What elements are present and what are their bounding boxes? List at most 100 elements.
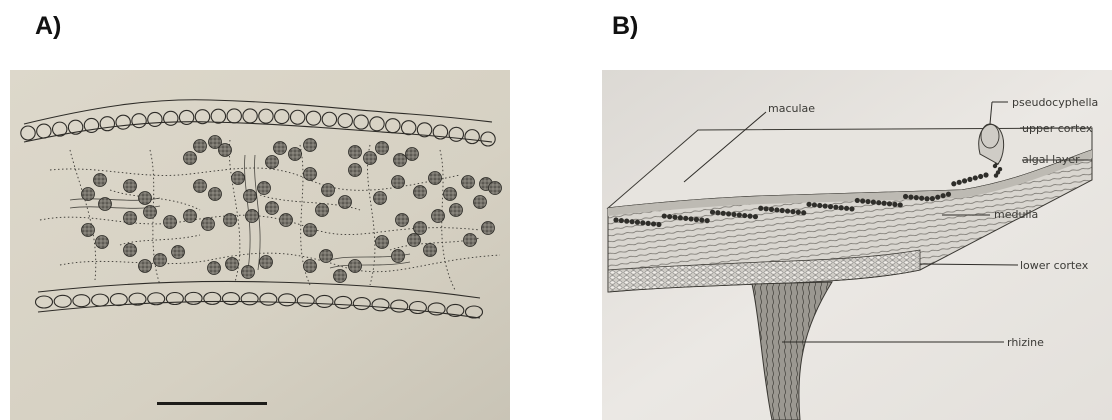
- algal-cell: [144, 206, 157, 219]
- algal-cell: [139, 192, 152, 205]
- algal-cell: [694, 217, 699, 222]
- algal-cell: [747, 214, 752, 219]
- algal-cell: [629, 219, 634, 224]
- algal-cell: [408, 234, 421, 247]
- algal-cell: [764, 206, 769, 211]
- algal-cell: [414, 222, 427, 235]
- lichen-block-svg: maculae pseudocyphella upper cortex alga…: [602, 70, 1112, 420]
- algal-cell: [839, 205, 844, 210]
- algal-cell: [194, 140, 207, 153]
- algal-cell: [244, 190, 257, 203]
- algal-cell: [865, 199, 870, 204]
- algal-cell: [82, 224, 95, 237]
- algal-cell: [801, 210, 806, 215]
- algal-cell: [322, 184, 335, 197]
- algal-cell: [208, 262, 221, 275]
- algal-cell: [474, 196, 487, 209]
- algal-cell: [266, 202, 279, 215]
- algal-cell: [339, 196, 352, 209]
- algal-cell: [785, 208, 790, 213]
- algal-cell: [432, 210, 445, 223]
- scale-bar-icon: [157, 402, 267, 405]
- algal-cell: [688, 216, 693, 221]
- algal-cell: [914, 195, 919, 200]
- algal-cell: [462, 176, 475, 189]
- panel-label-b: B): [612, 12, 638, 41]
- algal-cell: [651, 221, 656, 226]
- algal-cell: [274, 142, 287, 155]
- algal-cell: [908, 194, 913, 199]
- algal-cell: [678, 215, 683, 220]
- algal-cell: [304, 139, 317, 152]
- algal-cell: [246, 210, 259, 223]
- algal-cell: [232, 172, 245, 185]
- algal-cell: [855, 198, 860, 203]
- algal-cell: [258, 182, 271, 195]
- algal-cell: [935, 195, 940, 200]
- algal-cell: [994, 173, 998, 177]
- algal-cell: [737, 212, 742, 217]
- algal-cell: [482, 222, 495, 235]
- algal-cell: [640, 220, 645, 225]
- algal-cell: [715, 210, 720, 215]
- algal-cell: [656, 222, 661, 227]
- algal-cell: [464, 234, 477, 247]
- label-lower-cortex: lower cortex: [1020, 259, 1089, 272]
- algal-cell: [876, 200, 881, 205]
- algal-cell: [812, 202, 817, 207]
- algal-cell: [951, 181, 956, 186]
- algal-cell: [833, 205, 838, 210]
- algal-cell: [392, 176, 405, 189]
- thallus-section-svg: [10, 70, 510, 420]
- algal-cell: [823, 203, 828, 208]
- algal-cell: [742, 213, 747, 218]
- algal-cell: [817, 203, 822, 208]
- algal-cell: [993, 164, 997, 168]
- algal-cell: [731, 212, 736, 217]
- algal-cell: [941, 193, 946, 198]
- algal-cell: [202, 218, 215, 231]
- algal-cell: [184, 152, 197, 165]
- algal-cell: [394, 154, 407, 167]
- algal-cell: [635, 220, 640, 225]
- algal-cell: [304, 260, 317, 273]
- algal-cell: [619, 218, 624, 223]
- algal-cell: [320, 250, 333, 263]
- lichen-block-diagram: maculae pseudocyphella upper cortex alga…: [602, 70, 1112, 420]
- algal-cell: [726, 211, 731, 216]
- algal-cell: [139, 260, 152, 273]
- algal-cell: [860, 198, 865, 203]
- algal-cell: [444, 188, 457, 201]
- algal-cell: [94, 174, 107, 187]
- algal-cell: [710, 210, 715, 215]
- panel-label-a: A): [35, 12, 61, 41]
- algal-cell: [260, 256, 273, 269]
- algal-cell: [334, 270, 347, 283]
- algal-cell: [219, 144, 232, 157]
- algal-cell: [376, 142, 389, 155]
- algal-cell: [978, 174, 983, 179]
- algal-cell: [844, 206, 849, 211]
- algal-cell: [624, 219, 629, 224]
- algal-cell: [672, 215, 677, 220]
- algal-cell: [424, 244, 437, 257]
- algal-cell: [882, 201, 887, 206]
- algal-cell: [930, 196, 935, 201]
- algal-cell: [396, 214, 409, 227]
- algal-cell: [124, 180, 137, 193]
- label-medulla: medulla: [994, 208, 1038, 221]
- algal-cell: [828, 204, 833, 209]
- algal-cell: [154, 254, 167, 267]
- algal-cell: [349, 146, 362, 159]
- thallus-section-drawing: [10, 70, 510, 420]
- algal-cell: [780, 208, 785, 213]
- algal-cell: [758, 206, 763, 211]
- algal-cell: [450, 204, 463, 217]
- algal-cell: [489, 182, 502, 195]
- algal-cell: [280, 214, 293, 227]
- algal-cell: [164, 216, 177, 229]
- algal-cell: [790, 209, 795, 214]
- label-rhizine: rhizine: [1007, 336, 1044, 349]
- algal-cell: [224, 214, 237, 227]
- algal-cell: [705, 218, 710, 223]
